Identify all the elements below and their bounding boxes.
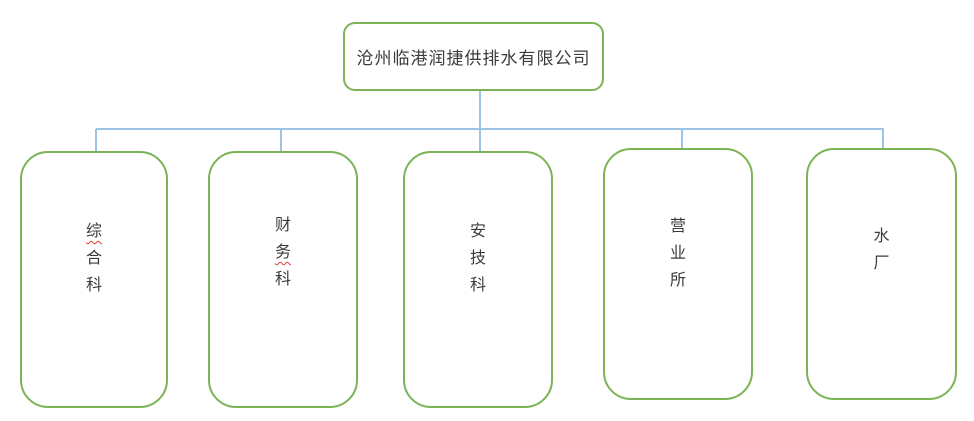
connector-stub-3 <box>479 129 481 152</box>
dept-char: 营 <box>669 216 686 235</box>
dept-label: 营业所 <box>670 150 686 398</box>
dept-char: 科 <box>469 275 486 294</box>
connector-stub-1 <box>95 129 97 152</box>
dept-char: 科 <box>85 275 102 294</box>
dept-label: 综合科 <box>86 153 102 406</box>
dept-box-yingye-suo[interactable]: 营业所 <box>603 148 753 400</box>
dept-box-shuichang[interactable]: 水厂 <box>806 148 957 400</box>
dept-char-misspelled: 综 <box>85 221 102 240</box>
dept-char: 财 <box>274 215 291 234</box>
connector-root-vertical <box>479 91 481 129</box>
org-root-box[interactable]: 沧州临港润捷供排水有限公司 <box>343 22 604 91</box>
org-root-label: 沧州临港润捷供排水有限公司 <box>356 49 591 69</box>
dept-char: 技 <box>469 248 486 267</box>
dept-char: 业 <box>669 243 686 262</box>
dept-box-caiwu-ke[interactable]: 财务科 <box>208 151 358 408</box>
dept-label: 水厂 <box>873 150 889 398</box>
dept-char: 水 <box>873 226 890 245</box>
dept-box-zonghe-ke[interactable]: 综合科 <box>20 151 168 408</box>
dept-char: 合 <box>85 248 102 267</box>
connector-stub-4 <box>681 129 683 149</box>
dept-char: 厂 <box>873 253 890 272</box>
dept-char-misspelled: 务 <box>274 242 291 261</box>
dept-label: 安技科 <box>470 153 486 406</box>
dept-char: 科 <box>274 269 291 288</box>
connector-stub-5 <box>882 129 884 149</box>
connector-stub-2 <box>280 129 282 152</box>
dept-label: 财务科 <box>275 153 291 406</box>
dept-char: 所 <box>669 270 686 289</box>
connector-horizontal <box>96 128 884 130</box>
dept-char: 安 <box>469 221 486 240</box>
dept-box-anji-ke[interactable]: 安技科 <box>403 151 553 408</box>
